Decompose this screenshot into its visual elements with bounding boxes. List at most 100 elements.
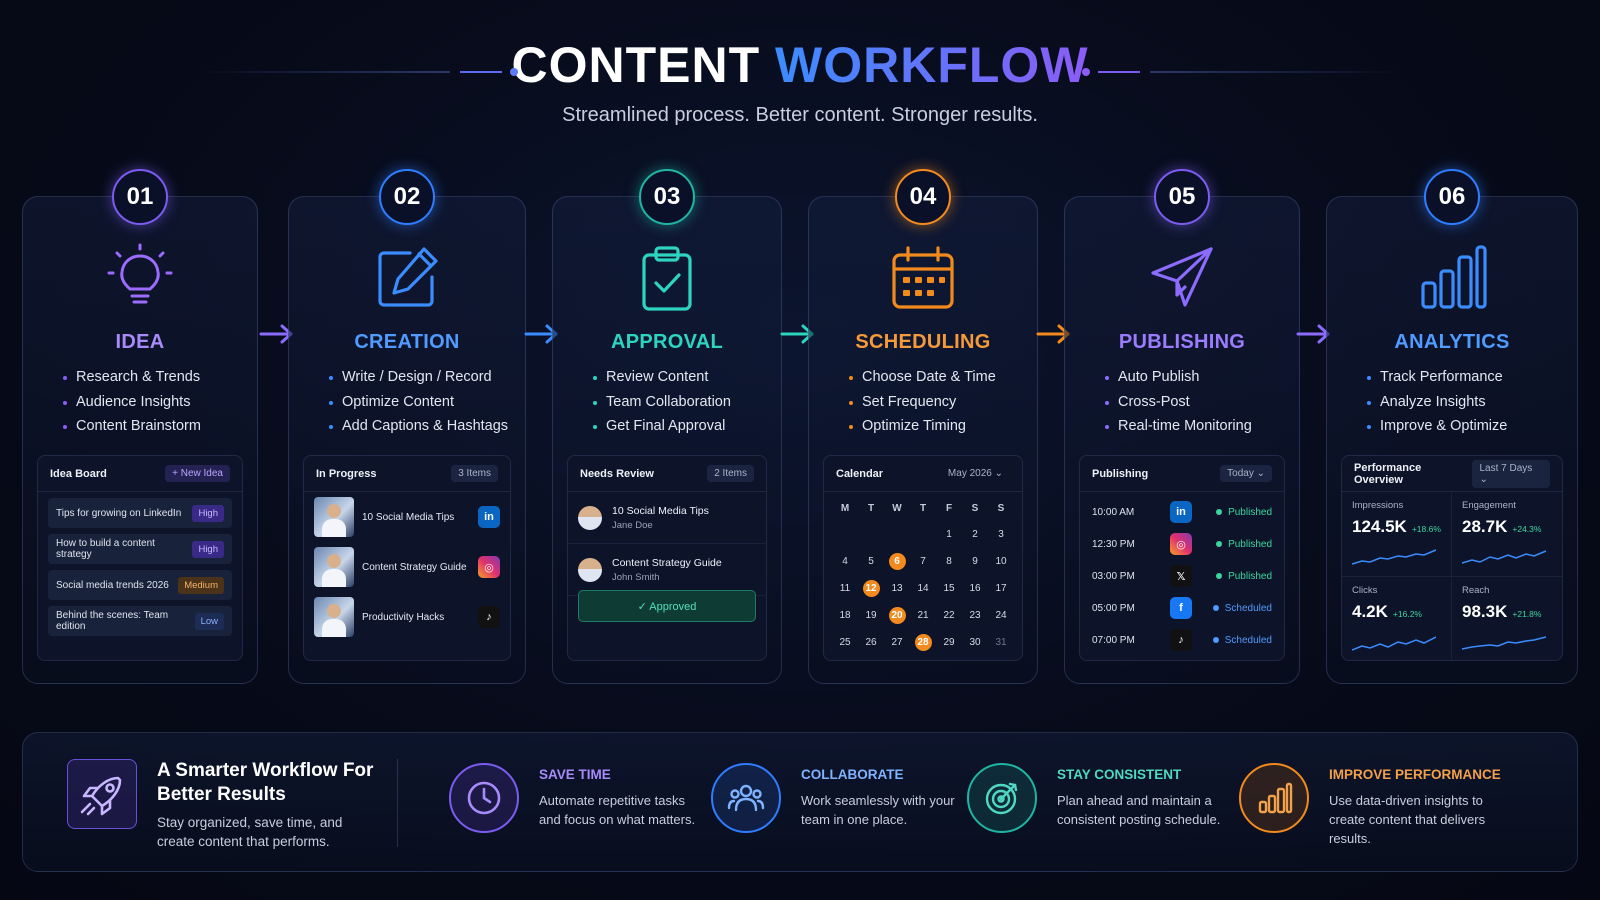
calendar-day[interactable]: 21 (917, 610, 929, 621)
stage-name: SCHEDULING (855, 331, 991, 353)
date-filter[interactable]: Last 7 Days ⌄ (1472, 459, 1550, 488)
page-title: CONTENT WORKFLOW (0, 36, 1600, 94)
calendar-day[interactable]: 19 (865, 610, 877, 621)
calendar-day[interactable]: 20 (884, 603, 910, 628)
status-badge: Published (1216, 571, 1272, 582)
tiktok-icon: ♪ (478, 606, 500, 628)
new-idea-button[interactable]: + New Idea (165, 465, 230, 482)
list-item[interactable]: How to build a content strategy High (48, 534, 232, 564)
calendar-day[interactable]: 16 (969, 583, 981, 594)
stage-bullets: Auto Publish Cross-Post Real-time Monito… (1105, 365, 1289, 439)
weekday-label: M (840, 502, 850, 514)
calendar-day[interactable]: 1 (946, 529, 952, 540)
list-item[interactable]: 10 Social Media Tips Jane Doe (568, 492, 766, 544)
stage-analytics: 06 ANALYTICS Track Performance Analyze I… (1326, 169, 1578, 684)
weekday-label: S (971, 502, 979, 514)
page-subtitle: Streamlined process. Better content. Str… (562, 104, 1038, 126)
list-item[interactable]: Behind the scenes: Team edition Low (48, 606, 232, 636)
stage-bullets: Write / Design / Record Optimize Content… (329, 365, 515, 439)
calendar-day[interactable]: 26 (865, 637, 877, 648)
calendar-day[interactable]: 22 (943, 610, 955, 621)
lightbulb-icon (107, 243, 173, 304)
calendar-day[interactable]: 28 (910, 630, 936, 655)
tiktok-icon: ♪ (1170, 629, 1192, 651)
rocket-icon (67, 759, 137, 829)
month-selector[interactable]: May 2026 ⌄ (947, 468, 1003, 479)
stage-name: ANALYTICS (1394, 331, 1510, 353)
calendar-day[interactable]: 14 (917, 583, 929, 594)
bullet-item: Set Frequency (849, 390, 1027, 415)
facebook-icon: f (1170, 597, 1192, 619)
calendar-day[interactable]: 9 (972, 556, 978, 567)
calendar-day[interactable]: 2 (972, 529, 978, 540)
calendar-day[interactable]: 24 (995, 610, 1007, 621)
list-item[interactable]: 10:00 AM in Published (1080, 496, 1284, 528)
calendar-day[interactable]: 30 (969, 637, 981, 648)
list-item[interactable]: 05:00 PM f Scheduled (1080, 592, 1284, 624)
calendar-day[interactable]: 17 (995, 583, 1007, 594)
stage-number-badge: 03 (639, 169, 695, 225)
calendar-day[interactable]: 11 (839, 583, 851, 594)
calendar-day[interactable]: 5 (868, 556, 874, 567)
list-item[interactable]: Content Strategy Guide ◎ (304, 542, 510, 592)
calendar-day[interactable]: 3 (998, 529, 1004, 540)
calendar-day[interactable]: 18 (839, 610, 851, 621)
content-thumbnail (314, 597, 354, 637)
calendar-day[interactable]: 12 (858, 576, 884, 601)
linkedin-icon: in (1170, 501, 1192, 523)
bullet-item: Auto Publish (1105, 365, 1289, 390)
target-icon (967, 763, 1037, 833)
stage-bullets: Review Content Team Collaboration Get Fi… (593, 365, 771, 439)
instagram-icon: ◎ (478, 556, 500, 578)
calendar-day[interactable]: 25 (839, 637, 851, 648)
calendar-day[interactable]: 13 (891, 583, 903, 594)
list-item[interactable]: Tips for growing on LinkedIn High (48, 498, 232, 528)
calendar-day[interactable]: 8 (946, 556, 952, 567)
instagram-icon: ◎ (1170, 533, 1192, 555)
date-filter[interactable]: Today ⌄ (1220, 465, 1272, 482)
list-item[interactable]: 07:00 PM ♪ Scheduled (1080, 624, 1284, 656)
x-icon: 𝕏 (1170, 565, 1192, 587)
calendar-day[interactable]: 15 (943, 583, 955, 594)
calendar-day[interactable]: 29 (943, 637, 955, 648)
list-item[interactable]: 03:00 PM 𝕏 Published (1080, 560, 1284, 592)
priority-badge: Low (194, 612, 224, 630)
header-line-left-accent (460, 71, 502, 73)
clipboard-check-icon (642, 246, 692, 311)
panel-title: Idea Board (50, 467, 107, 480)
paper-plane-icon (1151, 247, 1213, 307)
bullet-item: Choose Date & Time (849, 365, 1027, 390)
calendar-day[interactable]: 23 (969, 610, 981, 621)
weekday-label: T (919, 502, 927, 514)
list-item[interactable]: Productivity Hacks ♪ (304, 592, 510, 642)
bar-chart-icon (1239, 763, 1309, 833)
calendar-day[interactable]: 6 (884, 549, 910, 574)
priority-badge: Medium (178, 576, 224, 594)
banner-heading: A Smarter Workflow For Better Results (157, 760, 374, 805)
header-dot-right (1082, 68, 1090, 76)
list-item[interactable]: 12:30 PM ◎ Published (1080, 528, 1284, 560)
bullet-item: Audience Insights (63, 390, 247, 415)
calendar-day[interactable]: 27 (891, 637, 903, 648)
bar-chart-icon (1421, 245, 1487, 309)
list-item[interactable]: Content Strategy Guide John Smith (568, 544, 766, 596)
list-item[interactable]: 10 Social Media Tips in (304, 492, 510, 542)
stage-approval: 03 APPROVAL Review Content Team Collabor… (552, 169, 782, 684)
calendar-day[interactable]: 10 (995, 556, 1007, 567)
list-item[interactable]: Social media trends 2026 Medium (48, 570, 232, 600)
stage-number-badge: 05 (1154, 169, 1210, 225)
calendar-day[interactable]: 4 (842, 556, 848, 567)
edit-icon (378, 247, 438, 307)
calendar-day[interactable]: 31 (995, 637, 1007, 648)
status-badge: Scheduled (1212, 603, 1272, 614)
bullet-item: Analyze Insights (1367, 390, 1567, 415)
team-icon (711, 763, 781, 833)
calendar-day[interactable]: 7 (920, 556, 926, 567)
approved-button[interactable]: ✓ Approved (578, 590, 756, 622)
stage-name: PUBLISHING (1118, 331, 1246, 353)
content-thumbnail (314, 547, 354, 587)
metric-engagement: Engagement 28.7K+24.3% (1452, 492, 1562, 577)
linkedin-icon: in (478, 506, 500, 528)
stage-publishing: 05 PUBLISHING Auto Publish Cross-Post Re… (1064, 169, 1300, 684)
panel-title: Performance Overview (1354, 461, 1422, 486)
